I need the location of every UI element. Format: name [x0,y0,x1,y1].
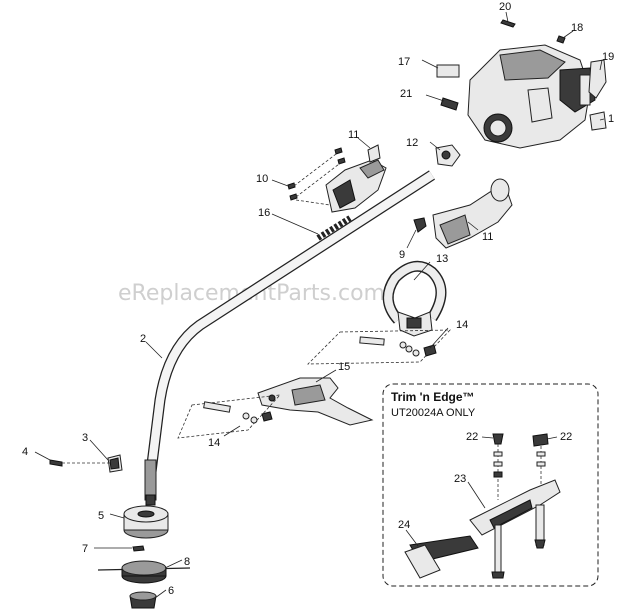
part-15-guard [257,377,374,426]
inset-subtitle: UT20024A ONLY [391,407,476,419]
part-5-spool-housing [123,505,169,539]
callout-14-upper: 14 [456,319,468,331]
callout-5: 5 [98,510,104,522]
callout-23: 23 [454,473,466,485]
part-1-plate [589,111,607,131]
engine-assembly [467,44,596,149]
part-8-spool [97,560,191,584]
callout-6: 6 [168,585,174,597]
trim-n-edge-inset: Trim 'n Edge™ UT20024A ONLY [382,383,599,587]
leader-lines [34,11,605,599]
callout-11-grip: 11 [482,231,493,243]
inset-title: Trim 'n Edge™ [391,390,475,404]
callout-8: 8 [184,556,190,568]
callout-10: 10 [256,173,268,185]
inset-border [382,383,599,587]
part-21-decal [440,97,459,111]
callout-13: 13 [436,253,448,265]
part-6-knob [129,591,157,609]
callout-19: 19 [602,51,614,63]
callout-labels: 20 18 17 19 21 1 11 12 10 16 9 11 13 14 … [22,1,614,597]
part-11-grip-handle [432,178,513,249]
part-4-screw [49,459,63,467]
part-13-loop-handle [382,260,447,337]
callout-18: 18 [571,22,583,34]
part-11-upper-handle [325,144,387,213]
callout-15: 15 [338,361,350,373]
part-14-hardware-lower [177,394,282,439]
callout-17: 17 [398,56,410,68]
callout-2: 2 [140,333,146,345]
callout-7: 7 [82,543,88,555]
callout-12: 12 [406,137,418,149]
part-22-bolt-left [492,433,504,500]
part-24-edger-guard [404,535,479,579]
part-17-label-plate [436,64,460,78]
callout-24: 24 [398,519,410,531]
part-14-hardware-upper [307,329,451,365]
part-19-bracket [588,59,607,99]
callout-16: 16 [258,207,270,219]
callout-1: 1 [608,113,614,125]
part-7-spring [132,545,145,552]
part-16-decal [316,215,352,241]
part-9-screw [413,217,427,233]
part-2-shaft [144,170,435,506]
part-22-bolt-right [532,433,549,510]
part-20-screw [500,19,516,28]
callout-21: 21 [400,88,412,100]
callout-14-lower: 14 [208,437,220,449]
callout-11-upper: 11 [348,129,359,141]
callout-22-right: 22 [560,431,572,443]
callout-20: 20 [499,1,511,13]
part-10-screws [287,147,346,201]
callout-22-left: 22 [466,431,478,443]
part-12-nut [435,144,461,167]
part-3-clamp [107,454,123,473]
part-23-edger-bracket [469,479,561,579]
callout-9: 9 [399,249,405,261]
callout-3: 3 [82,432,88,444]
callout-4: 4 [22,446,28,458]
